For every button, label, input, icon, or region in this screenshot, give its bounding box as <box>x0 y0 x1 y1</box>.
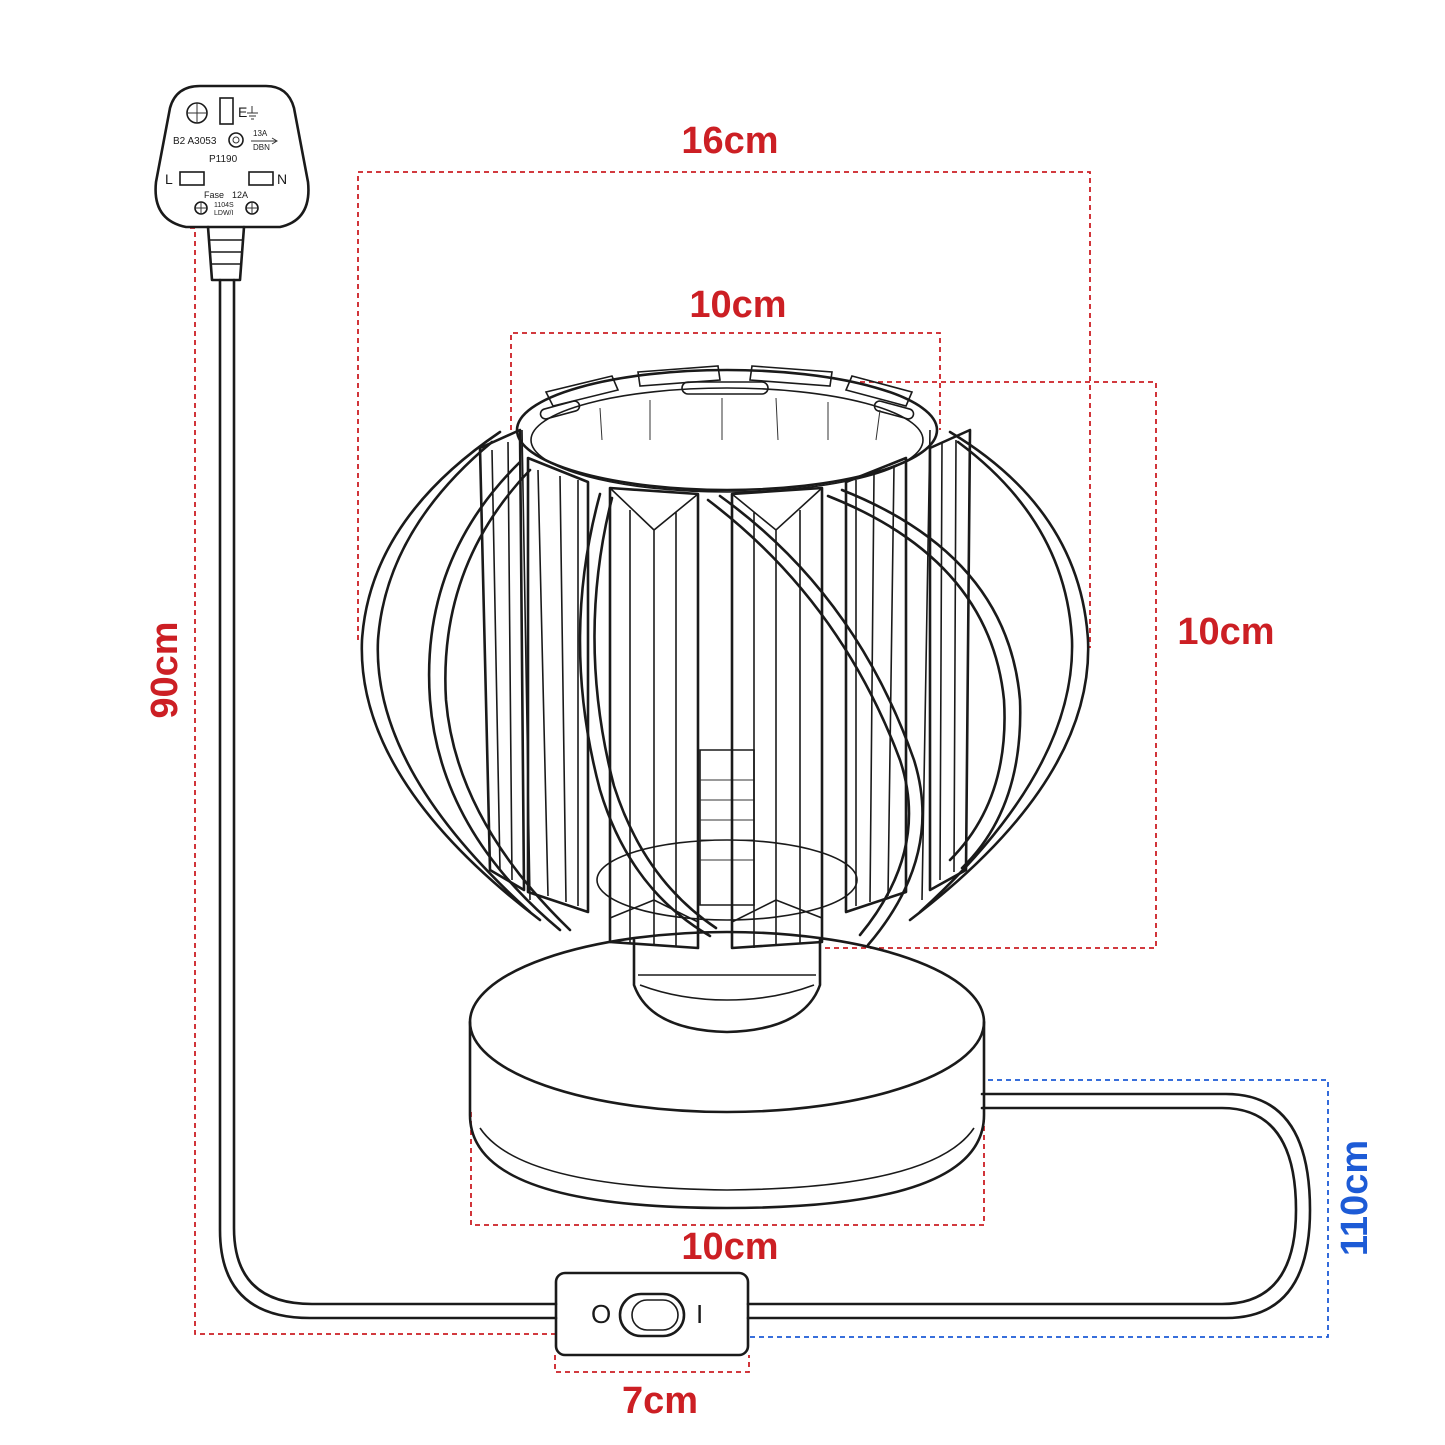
plug-icon: E B2 A3053 13A DBN P1190 L N Fase 12A 11… <box>154 84 310 282</box>
label-cable-110: 110cm <box>1334 1140 1376 1256</box>
plug-earth-mark: E <box>238 104 247 120</box>
power-cable <box>218 278 1312 1320</box>
lamp-base <box>468 930 986 1210</box>
dimension-labels: 16cm 10cm 10cm 10cm 7cm 90cm 110cm <box>144 120 1376 1422</box>
label-base-width: 10cm <box>681 1226 778 1268</box>
dim-cable-110 <box>749 1079 1329 1338</box>
label-top-opening: 10cm <box>689 284 786 326</box>
dim-switch-length <box>554 1355 750 1373</box>
plug-code: B2 A3053 <box>173 136 217 147</box>
label-outer-width: 16cm <box>681 120 778 162</box>
plug-model: P1190 <box>209 154 238 165</box>
plug-std: 1104S <box>214 202 234 209</box>
plug-fase: Fase <box>204 190 224 200</box>
label-switch-length: 7cm <box>622 1380 698 1422</box>
lamp-illustration <box>360 365 1090 950</box>
plug-live-label: L <box>165 171 173 187</box>
plug-ldw: LDW/I <box>214 210 234 217</box>
plug-fuse-std: DBN <box>253 143 270 152</box>
dim-base-width <box>470 1112 985 1226</box>
plug-amps: 12A <box>232 190 248 200</box>
label-shade-height: 10cm <box>1177 611 1274 653</box>
plug-fuse-rating: 13A <box>253 129 268 138</box>
switch-off-mark: O <box>591 1299 611 1329</box>
switch-on-mark: I <box>696 1299 703 1329</box>
dimension-lines <box>190 171 1329 1373</box>
rocker-switch-icon: O I <box>554 1271 750 1357</box>
plug-neutral-label: N <box>277 171 287 187</box>
label-cable-90: 90cm <box>144 621 186 718</box>
dim-outer-width <box>357 171 1091 648</box>
dim-shade-height <box>820 381 1157 949</box>
dim-top-opening <box>510 332 941 430</box>
